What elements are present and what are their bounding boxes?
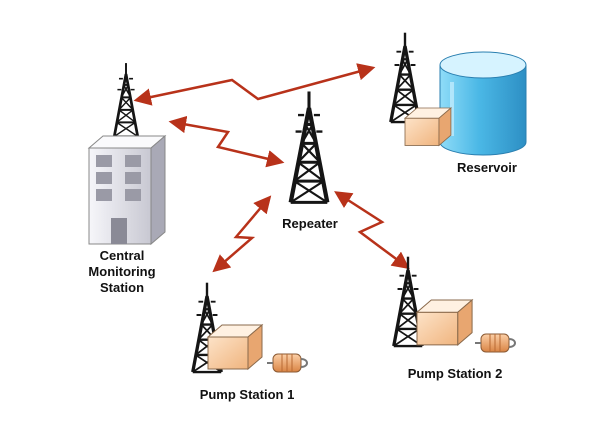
reservoir: [389, 31, 527, 156]
building-icon: [87, 134, 167, 246]
pump-station-2: [392, 255, 516, 353]
reservoir-label: Reservoir: [457, 160, 517, 175]
radio-link-repeater-pump1: [212, 195, 272, 273]
radio-link-central-reservoir: [133, 63, 376, 106]
rtu-box-icon: [207, 324, 263, 370]
central-monitoring-station-label: Central Monitoring Station: [88, 248, 156, 295]
pump-icon: [266, 353, 308, 373]
central-monitoring-station: [87, 61, 167, 246]
central-tower-icon: [112, 61, 140, 138]
repeater-tower-icon: [291, 91, 328, 202]
radio-link-central-repeater: [168, 115, 285, 168]
pump-station-1-label: Pump Station 1: [199, 387, 295, 402]
rtu-box-icon: [416, 299, 473, 346]
water-tank-icon: [439, 51, 527, 156]
pump-station-1: [191, 281, 308, 374]
pump-icon: [474, 333, 516, 353]
pump-station-2-label: Pump Station 2: [407, 366, 503, 381]
reservoir-tower-icon: [389, 31, 421, 124]
repeater-label: Repeater: [282, 216, 338, 231]
rtu-box-icon: [404, 107, 452, 146]
radio-link-repeater-pump2: [334, 191, 410, 270]
